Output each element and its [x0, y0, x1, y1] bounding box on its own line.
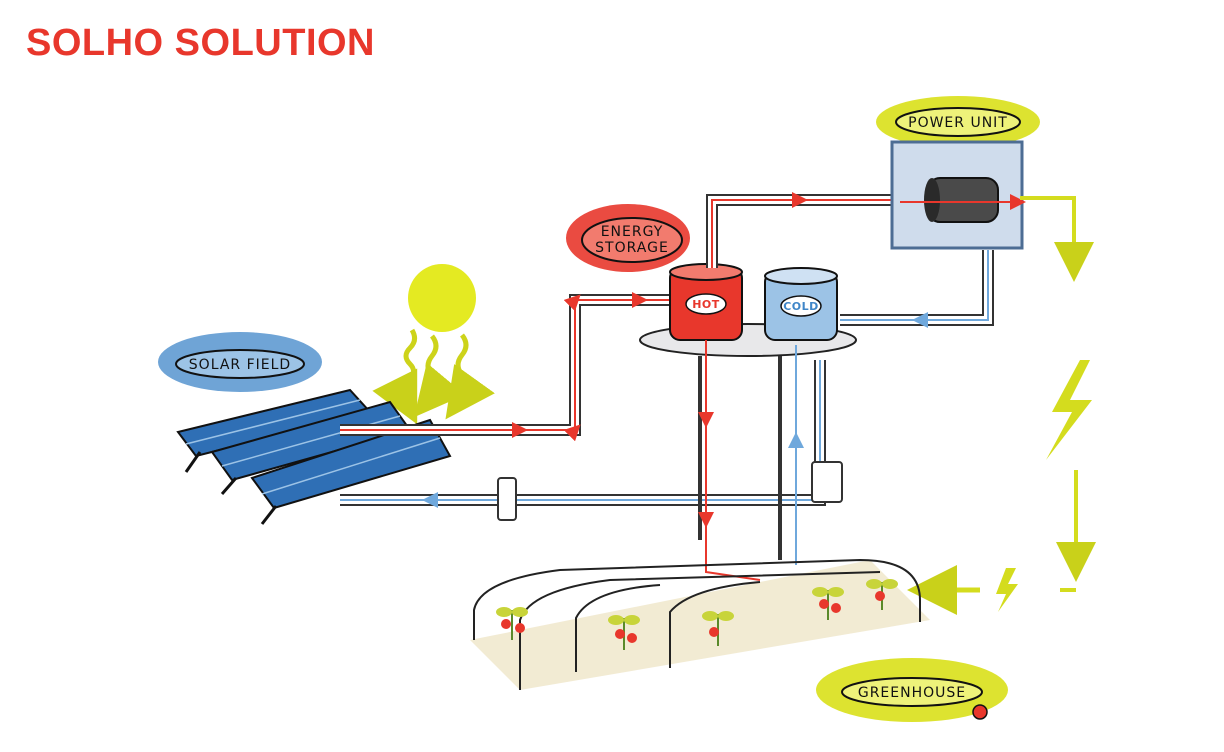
energy-storage-text-1: ENERGY [601, 224, 664, 240]
hot-pipe-to-greenhouse [698, 340, 761, 581]
page-title: SOLHO SOLUTION [26, 22, 375, 64]
greenhouse-label: GREENHOUSE [816, 658, 1008, 722]
turbine-icon [900, 177, 1026, 223]
solar-field-text: SOLAR FIELD [189, 357, 291, 373]
greenhouse [470, 558, 930, 690]
cold-pipe-to-solar [340, 360, 843, 521]
power-unit-text: POWER UNIT [908, 115, 1008, 131]
energy-storage-label: ENERGY STORAGE [566, 204, 690, 272]
hot-tank: HOT [669, 263, 743, 341]
lightning-icon [1046, 360, 1092, 460]
power-unit-label: POWER UNIT [876, 96, 1040, 148]
solar-panel-icon [176, 388, 452, 525]
hot-tank-label: HOT [692, 298, 720, 311]
greenhouse-text: GREENHOUSE [858, 685, 966, 701]
plant-icon [702, 611, 734, 646]
plant-icon [812, 587, 844, 620]
electric-flow [907, 196, 1096, 615]
cold-tank-label: COLD [783, 300, 819, 313]
solar-field-label: SOLAR FIELD [158, 332, 322, 392]
hot-pipe-solar-to-storage [340, 292, 672, 442]
sun-icon [372, 264, 495, 425]
plant-icon [496, 607, 528, 640]
tomato-icon [501, 619, 511, 629]
plant-icon [866, 579, 898, 610]
cold-pipe-power-to-storage [840, 250, 994, 328]
tomato-icon [972, 704, 988, 720]
energy-storage-text-2: STORAGE [595, 240, 669, 256]
hot-pipe-storage-to-power [706, 192, 930, 268]
plant-icon [608, 615, 640, 650]
cold-tank: COLD [764, 267, 838, 341]
